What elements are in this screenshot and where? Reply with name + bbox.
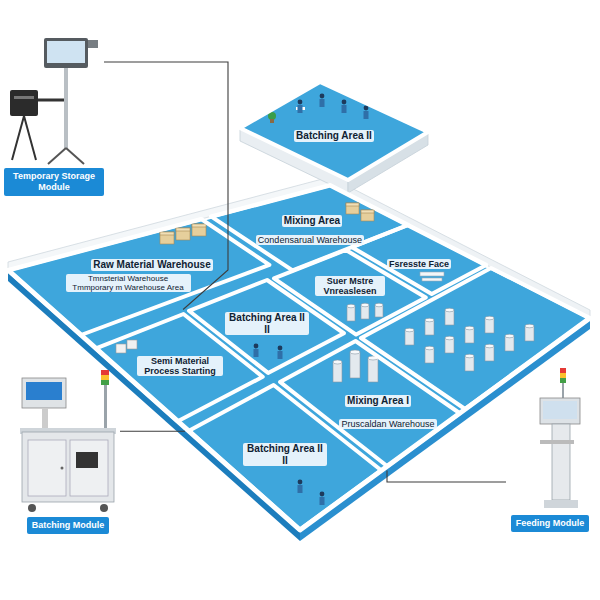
mixing-tanks [333,303,534,382]
room-label: Condensarual Warehouse [256,235,364,245]
label-holder: Mixing Area I [333,390,423,408]
room-label: Fsresste Face [387,259,451,269]
leader-line [387,470,506,482]
label-holder: Batching Area II II [225,312,309,337]
room-label: Pruscaldan Warehouse [339,419,436,429]
module-label: Feeding Module [511,515,590,532]
room-label: Mixing Area I [345,395,411,407]
label-holder: Batching Area II [279,125,389,143]
label-holder: Tmnsterial Warehouse Tmmporary m Warehou… [66,274,191,294]
room-label: Semi Material Process Starting [137,356,223,377]
tank-room-wall [361,268,590,409]
label-holder: Semi Material Process Starting [137,356,223,378]
module-label: Batching Module [27,517,110,534]
batching-machine [20,370,116,512]
room-wall [240,82,428,180]
label-holder: Raw Material Warehouse [82,254,222,272]
room-outline [207,181,412,274]
room-area: Mixing AreaCondensarual Warehouse [207,181,412,274]
label-holder: Pruscaldan Warehouse [333,413,443,431]
room-label: Batching Area II II [225,312,309,335]
room-label: Batching Area II II [243,443,327,466]
module-callout: Temporary Storage Module [4,32,104,198]
feeding-kiosk [540,368,580,508]
room-label: Batching Area II [294,130,374,142]
label-holder: Condensarual Warehouse [250,229,370,247]
room-wall [274,250,426,335]
leader-line [104,62,228,310]
room-label: Tmnsterial Warehouse Tmmporary m Warehou… [66,274,191,292]
module-callout: Feeding Module [506,366,594,531]
floor-slab [8,177,590,541]
upper-room-base [240,82,428,193]
label-holder: Batching Module [16,514,120,534]
label-holder: Mixing Area [267,210,357,228]
label-holder: Feeding Module [506,512,594,532]
room-label: Mixing Area [282,215,342,227]
label-holder: Fsresste Face [379,253,459,271]
room-wall [211,185,408,270]
label-holder: Batching Area II II [243,443,327,468]
room-label: Suer Mstre Vnreaslesen [315,276,385,297]
module-callout: Batching Module [16,368,120,533]
leader-line [120,431,185,432]
storage-terminal [10,38,98,164]
room-area: Batching Area II [236,78,432,184]
module-label: Temporary Storage Module [4,168,104,196]
label-holder: Suer Mstre Vnreaslesen [315,276,385,298]
room-label: Raw Material Warehouse [91,259,212,271]
label-holder: Temporary Storage Module [4,168,104,196]
room-wall [189,385,381,530]
